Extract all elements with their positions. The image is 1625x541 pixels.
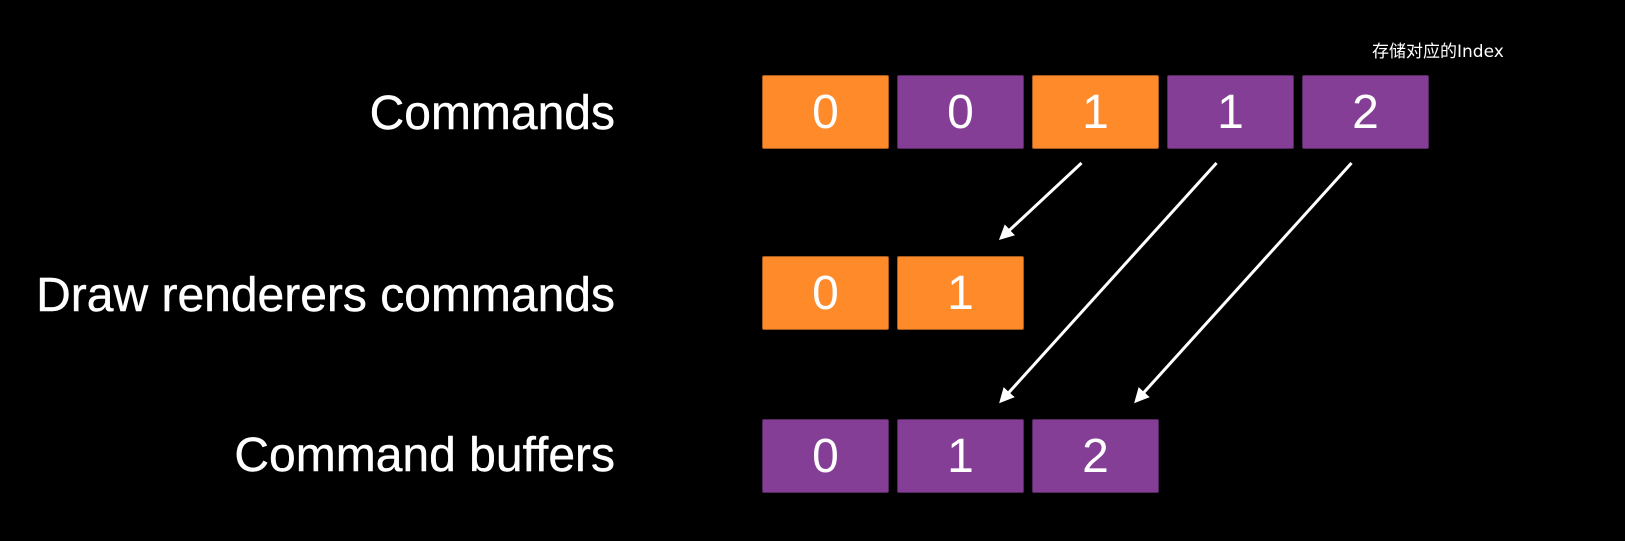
cell-commands-2: 1 — [1032, 75, 1159, 149]
command-buffers-label: Command buffers — [234, 429, 615, 482]
draw-renderers-commands-label: Draw renderers commands — [36, 269, 615, 322]
index-note: 存储对应的Index — [1372, 42, 1504, 62]
cell-command-buffers-1: 1 — [897, 419, 1024, 493]
arrow-0 — [998, 161, 1083, 241]
cell-command-buffers-2: 2 — [1032, 419, 1159, 493]
cell-commands-1: 0 — [897, 75, 1024, 149]
cell-commands-0: 0 — [762, 75, 889, 149]
cell-commands-3: 1 — [1167, 75, 1294, 149]
cell-draw-renderers-1: 1 — [897, 256, 1024, 330]
cell-draw-renderers-0: 0 — [762, 256, 889, 330]
arrow-1 — [999, 161, 1218, 404]
arrow-2 — [1134, 161, 1353, 404]
commands-label: Commands — [369, 87, 615, 140]
cell-command-buffers-0: 0 — [762, 419, 889, 493]
cell-commands-4: 2 — [1302, 75, 1429, 149]
